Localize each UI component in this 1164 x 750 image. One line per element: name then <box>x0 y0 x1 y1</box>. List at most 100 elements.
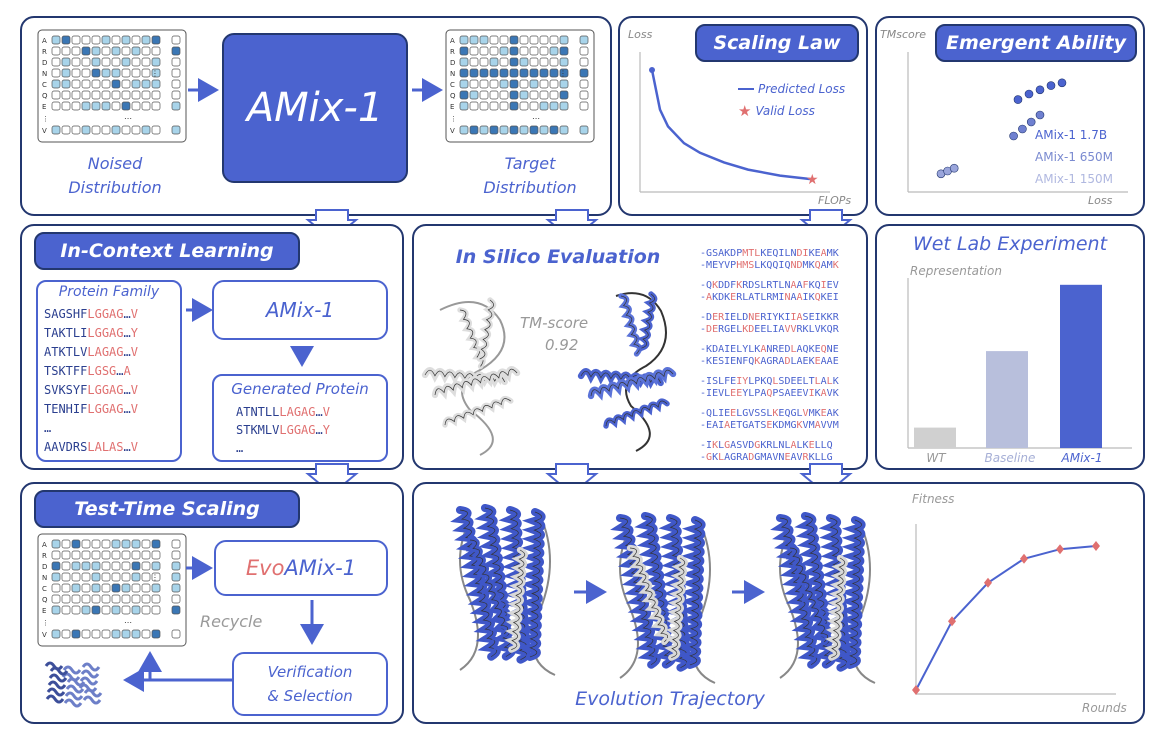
msa-cell <box>459 79 469 89</box>
helix-outline <box>459 309 484 367</box>
helix-segment <box>637 291 658 351</box>
msa-cell <box>489 68 499 78</box>
alignment-char: M <box>772 292 779 303</box>
msa-cell <box>579 79 589 89</box>
alignment-char: T <box>748 248 755 259</box>
alignment-char: L <box>790 356 797 367</box>
msa-cell <box>151 46 161 56</box>
msa-ellipsis: ⋮ <box>559 69 567 78</box>
alignment-char: I <box>778 260 785 271</box>
msa-cell <box>51 550 61 560</box>
evo-structure-3 <box>770 511 876 684</box>
alignment-char: Q <box>784 260 791 271</box>
alignment-char: E <box>796 388 803 399</box>
msa-cell <box>121 550 131 560</box>
alignment-char: D <box>724 280 731 291</box>
msa-cell <box>81 629 91 639</box>
alignment-char: D <box>784 376 791 387</box>
msa-cell <box>151 572 161 582</box>
predicted-loss-point <box>649 67 655 73</box>
alignment-line: -QKDDFKRDSLRTLNAAFKQIEV <box>700 280 839 292</box>
msa-cell <box>81 46 91 56</box>
alignment-char: D <box>712 344 719 355</box>
msa-cell <box>509 68 519 78</box>
msa-cell <box>579 46 589 56</box>
msa-cell <box>71 57 81 67</box>
recycle-label: Recycle <box>200 612 263 631</box>
alignment-char: A <box>796 344 803 355</box>
alignment-char: - <box>700 280 707 291</box>
alignment-char: A <box>820 376 827 387</box>
emergent-point <box>1035 110 1045 120</box>
alignment-char: K <box>754 356 761 367</box>
alignment-char: - <box>700 440 707 451</box>
alignment-char: I <box>724 312 731 323</box>
alignment-char: A <box>826 356 833 367</box>
evo-structure-2 <box>610 511 716 684</box>
alignment-char: K <box>808 248 815 259</box>
msa-cell <box>131 101 141 111</box>
alignment-char: - <box>700 344 707 355</box>
msa-cell <box>71 561 81 571</box>
alignment-char: K <box>820 312 827 323</box>
legend-predicted-swatch <box>738 88 754 90</box>
alignment-char: I <box>802 248 809 259</box>
alignment-char: - <box>700 248 707 259</box>
alignment-char: E <box>730 312 737 323</box>
msa-cell <box>61 594 71 604</box>
alignment-char: I <box>790 312 797 323</box>
alignment-char: Q <box>820 344 827 355</box>
msa-cell <box>489 101 499 111</box>
alignment-char: - <box>700 376 707 387</box>
alignment-char: S <box>718 356 725 367</box>
msa-cell <box>101 605 111 615</box>
msa-cell <box>469 90 479 100</box>
generated-protein-label: Generated Protein <box>231 380 369 398</box>
msa-cell <box>499 125 509 135</box>
alignment-char: L <box>748 344 755 355</box>
msa-cell <box>71 90 81 100</box>
alignment-char: E <box>760 324 767 335</box>
msa-cell <box>151 68 161 78</box>
seq-segment: … <box>44 421 52 435</box>
alignment-char: L <box>718 376 725 387</box>
alignment-gap <box>700 432 839 440</box>
msa-cell <box>141 35 151 45</box>
alignment-char: R <box>832 324 839 335</box>
alignment-char: A <box>790 292 797 303</box>
alignment-char: V <box>802 388 809 399</box>
msa-cell <box>61 46 71 56</box>
msa-cell <box>141 583 151 593</box>
msa-cell <box>559 35 569 45</box>
seq-line: ATKTLVLAGAG…V <box>44 343 138 362</box>
alignment-char: D <box>718 292 725 303</box>
alignment-char: V <box>802 420 809 431</box>
alignment-char: K <box>808 280 815 291</box>
alignment-char: L <box>736 408 743 419</box>
alignment-char: H <box>736 260 743 271</box>
msa-cell <box>459 46 469 56</box>
fitness-line <box>915 545 1097 691</box>
alignment-char: E <box>712 388 719 399</box>
helix-segment <box>664 554 688 661</box>
helix-segment <box>465 536 511 638</box>
seq-segment: TAKTLI <box>44 326 88 340</box>
msa-cell <box>141 68 151 78</box>
helix-outline <box>590 369 674 397</box>
alignment-char: Q <box>814 260 821 271</box>
msa-cell <box>519 35 529 45</box>
target-label: Target Distribution <box>483 154 577 197</box>
alignment-char: L <box>826 376 833 387</box>
msa-cell <box>579 68 589 78</box>
msa-cell <box>101 57 111 67</box>
alignment-char: - <box>700 312 707 323</box>
alignment-char: - <box>700 452 707 463</box>
alignment-char: Y <box>772 312 779 323</box>
msa-cell <box>71 550 81 560</box>
alignment-char: K <box>754 344 761 355</box>
seq-segment: … <box>315 405 323 419</box>
msa-cell <box>61 57 71 67</box>
msa-row-letter: V <box>42 127 47 135</box>
alignment-char: L <box>742 292 749 303</box>
